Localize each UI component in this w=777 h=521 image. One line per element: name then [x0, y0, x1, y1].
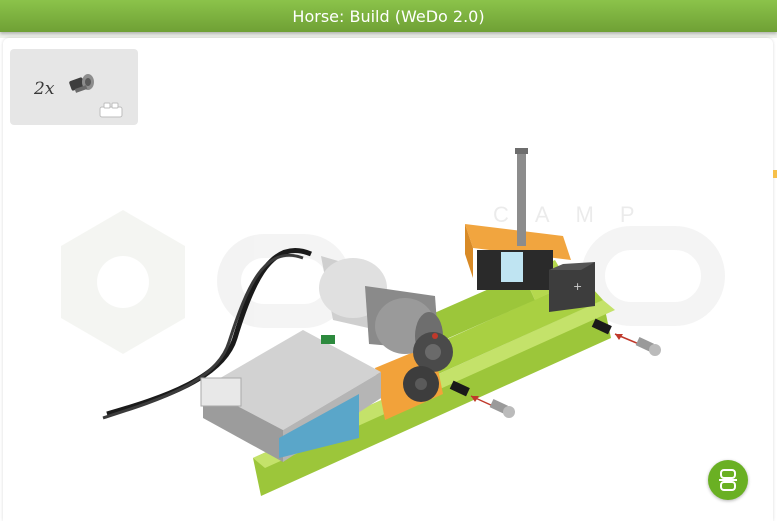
axle-connector-icon	[66, 71, 96, 99]
robot-helper-button[interactable]	[708, 460, 748, 500]
parts-quantity: 2x	[34, 79, 54, 99]
vertical-axle	[517, 152, 526, 246]
brick-icon	[98, 101, 124, 119]
parts-needed-callout: 2x	[10, 49, 138, 125]
window-title-bar: Horse: Build (WeDo 2.0)	[0, 0, 777, 32]
svg-text:+: +	[573, 280, 582, 293]
side-accent-tab	[773, 170, 777, 178]
robot-head-icon	[717, 468, 739, 492]
black-connector-block: +	[549, 262, 595, 312]
window-title: Horse: Build (WeDo 2.0)	[292, 7, 484, 26]
build-instruction-card: CAMP +	[3, 38, 773, 521]
